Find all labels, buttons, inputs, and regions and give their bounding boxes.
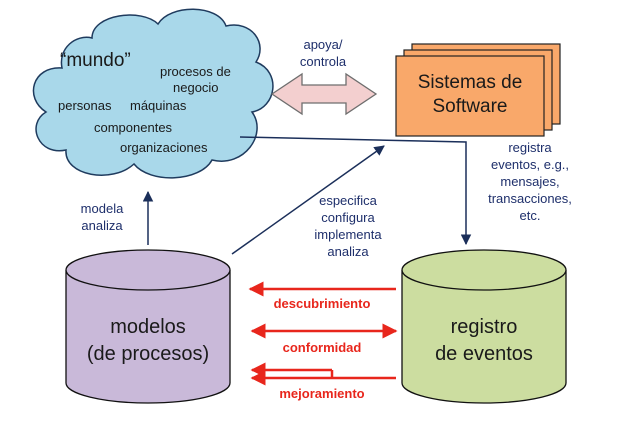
discovery-arrow: descubrimiento [248,281,396,311]
models-cylinder-body [65,270,231,404]
software-box-front [395,55,545,137]
especifica-line-2: configura [321,210,375,225]
record-events-label: registra eventos, e.g., mensajes, transa… [488,140,572,223]
especifica-line-3: implementa [314,227,382,242]
apoya-line-2: controla [300,54,347,69]
enhancement-label: mejoramiento [279,386,364,401]
support-double-arrow: apoya/ controla [270,37,378,116]
specify-configure-arrow [231,145,385,255]
log-cylinder-body [401,270,567,404]
software-line-1: Sistemas de [418,72,523,93]
modela-line-1: modela [81,201,124,216]
conformance-label: conformidad [283,340,362,355]
models-line-1: modelos [110,316,186,338]
registra-line-5: etc. [520,208,541,223]
software-line-2: Software [433,96,508,117]
apoya-line-1: apoya/ [303,37,342,52]
models-cylinder: modelos (de procesos) [65,249,231,404]
cloud-shape [32,8,274,179]
world-cloud: “mundo” procesos de negocio personas máq… [32,8,274,179]
modela-line-2: analiza [81,218,123,233]
cloud-word-negocio: negocio [173,80,219,95]
models-cylinder-top [65,249,231,291]
discovery-label: descubrimiento [274,296,371,311]
registra-line-2: eventos, e.g., [491,157,569,172]
conformance-arrow: conformidad [250,323,398,355]
especifica-line-1: especifica [319,193,378,208]
double-arrow-shape [270,72,378,116]
cloud-title: “mundo” [60,50,131,71]
registra-line-1: registra [508,140,552,155]
cloud-word-personas: personas [58,98,112,113]
cloud-word-procesos: procesos de [160,64,231,79]
event-log-cylinder: registro de eventos [401,249,567,404]
log-line-2: de eventos [435,343,533,365]
model-analyze-label: modela analiza [81,201,124,233]
log-cylinder-top [401,249,567,291]
log-line-1: registro [451,316,518,338]
registra-line-3: mensajes, [500,174,559,189]
specify-label: especifica configura implementa analiza [314,193,382,259]
cloud-word-organizaciones: organizaciones [120,140,208,155]
cloud-word-componentes: componentes [94,120,173,135]
record-events-arrow [239,136,472,246]
enhancement-arrow: mejoramiento [250,362,396,401]
models-line-2: (de procesos) [87,343,209,365]
software-systems: Sistemas de Software [395,43,561,137]
cloud-word-maquinas: máquinas [130,98,187,113]
registra-line-4: transacciones, [488,191,572,206]
especifica-line-4: analiza [327,244,369,259]
